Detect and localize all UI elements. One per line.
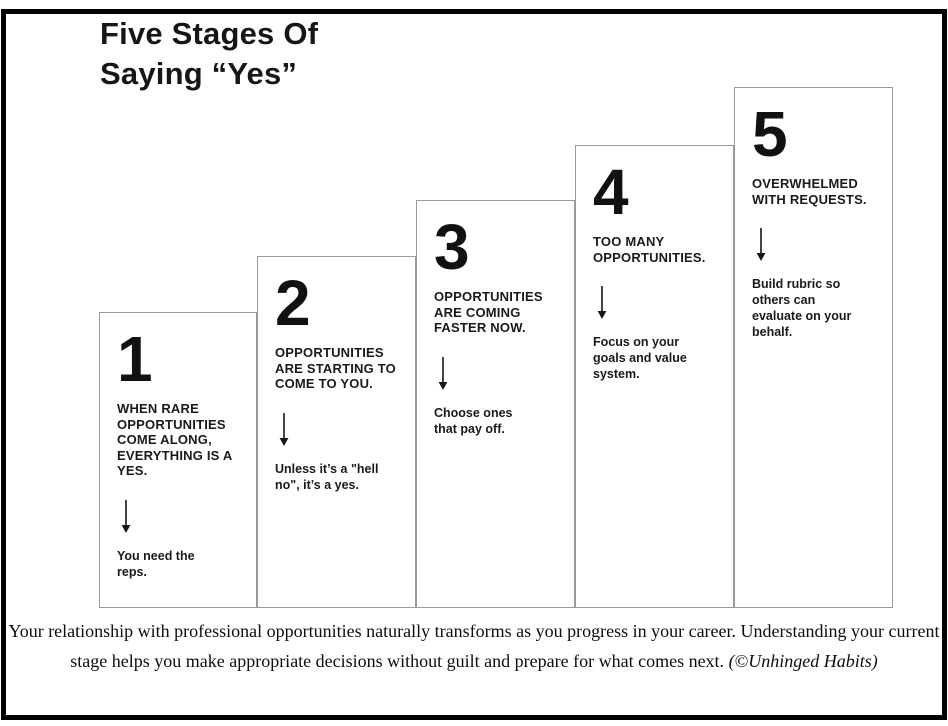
- stage-column-1: 1 WHEN RARE OPPORTUNITIES COME ALONG, EV…: [99, 312, 257, 608]
- down-arrow-icon: [121, 499, 131, 533]
- stage-heading: OVERWHELMED WITH REQUESTS.: [752, 176, 867, 207]
- title-line-2: Saying “Yes”: [100, 56, 298, 91]
- down-arrow-icon: [756, 228, 766, 262]
- stage-column-4: 4 TOO MANY OPPORTUNITIES. Focus on your …: [575, 145, 734, 608]
- down-arrow-icon: [597, 286, 607, 320]
- title-line-1: Five Stages Of: [100, 16, 319, 51]
- stage-number: 3: [434, 211, 470, 283]
- stage-heading: WHEN RARE OPPORTUNITIES COME ALONG, EVER…: [117, 401, 232, 479]
- stage-number: 2: [275, 267, 311, 339]
- stage-number: 4: [593, 156, 629, 228]
- stage-note: Focus on your goals and value system.: [593, 335, 687, 382]
- stage-heading: OPPORTUNITIES ARE STARTING TO COME TO YO…: [275, 345, 396, 392]
- down-arrow-icon: [279, 412, 289, 446]
- page-title: Five Stages Of Saying “Yes”: [100, 14, 318, 94]
- caption-text: Your relationship with professional oppo…: [8, 621, 940, 671]
- stage-note: Choose ones that pay off.: [434, 405, 513, 436]
- stage-column-5: 5 OVERWHELMED WITH REQUESTS. Build rubri…: [734, 87, 893, 608]
- stage-number: 1: [117, 323, 153, 395]
- down-arrow-icon: [438, 356, 448, 390]
- caption-attribution: (©Unhinged Habits): [728, 651, 878, 671]
- stage-note: Build rubric so others can evaluate on y…: [752, 277, 852, 340]
- stage-column-3: 3 OPPORTUNITIES ARE COMING FASTER NOW. C…: [416, 200, 575, 608]
- stage-heading: TOO MANY OPPORTUNITIES.: [593, 234, 706, 265]
- stage-note: Unless it’s a "hell no", it’s a yes.: [275, 461, 379, 492]
- stage-number: 5: [752, 98, 788, 170]
- stage-heading: OPPORTUNITIES ARE COMING FASTER NOW.: [434, 289, 543, 336]
- caption: Your relationship with professional oppo…: [0, 616, 948, 676]
- stage-column-2: 2 OPPORTUNITIES ARE STARTING TO COME TO …: [257, 256, 416, 608]
- stage-note: You need the reps.: [117, 548, 195, 579]
